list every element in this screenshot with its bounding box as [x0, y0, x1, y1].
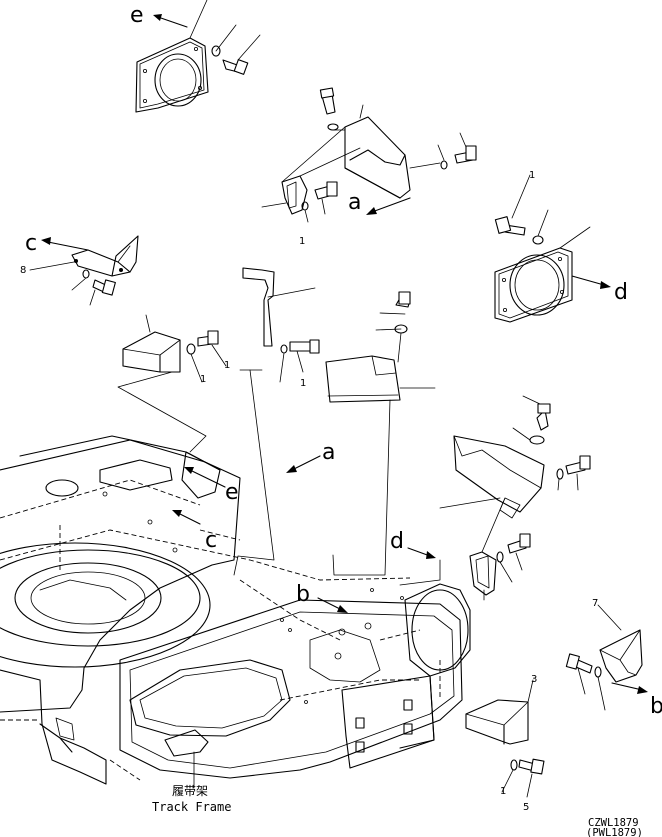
- arrow-c-left: c 8: [20, 231, 89, 276]
- arrow-b-right: b: [611, 682, 662, 719]
- bracket-c: [29, 235, 139, 306]
- label-d-right: d: [614, 280, 628, 305]
- small-cover-bottom: 3 1 5: [465, 674, 545, 813]
- label-b-right: b: [650, 694, 662, 719]
- part-3: 3: [531, 674, 537, 685]
- arrow-e-mid: e: [184, 467, 239, 505]
- part-7: 7: [592, 598, 598, 609]
- label-e-top: e: [130, 3, 144, 28]
- part-1f: 1: [300, 378, 306, 389]
- arrow-a-mid: a: [286, 440, 335, 473]
- label-d-mid: d: [390, 529, 404, 554]
- bolt-washer-e: [211, 24, 261, 75]
- label-a-top: a: [348, 190, 361, 215]
- bracket-b: 7: [565, 598, 643, 711]
- part-1e: 1: [529, 170, 535, 181]
- arrow-c-mid: c: [172, 510, 217, 553]
- bracket-a: [261, 104, 411, 215]
- part-1b: 1: [224, 360, 230, 371]
- bolt-washer-d: [494, 174, 549, 245]
- caption-english: Track Frame: [152, 800, 231, 814]
- small-cover-left: 1 1: [122, 314, 230, 385]
- cover-plate-e: [135, 0, 209, 113]
- part-8: 8: [20, 265, 26, 276]
- arrow-b-mid: b: [296, 582, 348, 613]
- arrow-a-top: a: [348, 190, 411, 215]
- part-1d: 1: [299, 236, 305, 247]
- label-e-mid: e: [225, 480, 239, 505]
- part-1c: 1: [500, 786, 506, 797]
- bolts-a: [301, 87, 477, 223]
- reference-lines: [117, 369, 441, 586]
- arrow-e-top: e: [130, 3, 188, 28]
- label-c-mid: c: [205, 528, 217, 553]
- label-c-left: c: [25, 231, 37, 256]
- arrow-d-mid: d: [390, 529, 436, 559]
- part-1a: 1: [200, 374, 206, 385]
- arrow-d-right: d: [571, 275, 628, 305]
- cover-center-right: [325, 291, 436, 403]
- label-b-mid: b: [296, 582, 310, 607]
- label-a-mid: a: [322, 440, 335, 465]
- bracket-d: [439, 395, 591, 601]
- caption-chinese: 履带架: [172, 784, 208, 798]
- cover-plate-d: [494, 226, 591, 323]
- track-frame: [0, 435, 471, 785]
- drawing-code: CZWL1879: [588, 817, 639, 829]
- drawing-code-alt: (PWL1879): [586, 827, 643, 837]
- small-bracket-center: [242, 267, 320, 383]
- part-5: 5: [523, 802, 529, 813]
